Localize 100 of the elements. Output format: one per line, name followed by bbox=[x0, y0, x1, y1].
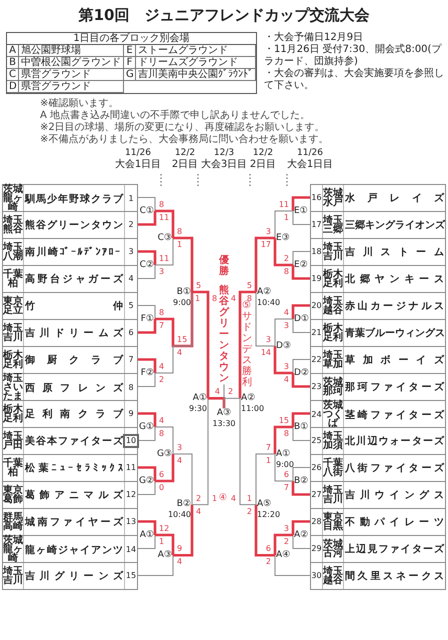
team-row bbox=[2, 346, 138, 374]
city-text: 目黒 bbox=[323, 522, 343, 531]
note-text: ・11月26日 受付7:30、開会式8:00(プラカード、団旗持参) bbox=[264, 44, 443, 68]
seed-number: 13 bbox=[124, 517, 138, 527]
team-row bbox=[2, 211, 138, 239]
prefecture-text: 埼玉 bbox=[3, 324, 23, 333]
score-label: 4 bbox=[195, 506, 202, 516]
seed-number: 28 bbox=[310, 517, 323, 527]
circled-number: ④ bbox=[218, 492, 227, 503]
team-row bbox=[310, 346, 446, 374]
bracket-line bbox=[256, 454, 276, 506]
block-letter: F bbox=[124, 57, 136, 69]
score-label: 2 bbox=[227, 387, 234, 396]
score-label: 3 bbox=[282, 362, 290, 371]
score-label: 3 bbox=[176, 443, 184, 452]
venue-name: 旭公園野球場 bbox=[19, 45, 124, 57]
score-label: 17 bbox=[260, 240, 272, 249]
match-label: C① bbox=[140, 206, 154, 216]
team-row bbox=[310, 481, 446, 509]
prefecture-text: 埼玉 bbox=[323, 297, 343, 306]
prefecture-text: 埼玉 bbox=[323, 216, 343, 225]
score-label: 8 bbox=[282, 267, 290, 276]
team-row bbox=[310, 265, 446, 293]
score-label: 4 bbox=[230, 494, 237, 503]
match-label: A⑤ bbox=[257, 499, 272, 510]
day-heading: 大会3日目 bbox=[200, 159, 248, 171]
prefecture-text: 千葉 bbox=[323, 459, 343, 468]
score-label: 1 bbox=[246, 494, 253, 503]
city-text: 龍ヶ崎 bbox=[3, 194, 23, 212]
winner-name: 熊谷グリーンタウン bbox=[219, 285, 229, 384]
seed-number: 3 bbox=[127, 247, 135, 257]
team-name: 高野台ジャガーズ bbox=[25, 272, 123, 286]
date-heading: 12/3 bbox=[212, 148, 236, 159]
score-label: 4 bbox=[158, 362, 166, 371]
seed-number: 15 bbox=[124, 571, 138, 581]
bracket-line bbox=[274, 454, 294, 482]
block-letter: G bbox=[124, 69, 136, 81]
score-label: 9 bbox=[176, 544, 184, 554]
city-text: 那珂 bbox=[323, 387, 343, 396]
prefecture-text: 埼玉 bbox=[323, 567, 343, 576]
score-label: 2 bbox=[264, 557, 272, 566]
score-label: 5 bbox=[195, 281, 202, 290]
score-label: 5 bbox=[246, 281, 253, 290]
match-label: G③ bbox=[156, 448, 172, 460]
bracket-line bbox=[155, 210, 174, 238]
prefecture-text: 埼玉 bbox=[3, 216, 23, 225]
team-name: 赤山カージナルス bbox=[345, 300, 444, 313]
score-label: 1 bbox=[176, 240, 184, 249]
team-name: 草加ボーイズ bbox=[345, 354, 444, 367]
bracket-line bbox=[192, 290, 210, 398]
bracket-line bbox=[192, 398, 208, 506]
note-text: ・大会の審判は、大会実施要項を参照して下さい。 bbox=[264, 68, 445, 92]
city-text: 草加 bbox=[323, 360, 343, 369]
prefecture-text: 茨城 bbox=[323, 401, 343, 410]
match-label: D③ bbox=[276, 340, 291, 352]
city-text: 足利 bbox=[3, 414, 23, 423]
score-label: 14 bbox=[260, 348, 272, 357]
bracket-line bbox=[138, 305, 156, 320]
team-row bbox=[2, 427, 138, 455]
match-time: 9:00 bbox=[173, 298, 191, 306]
team-row bbox=[310, 184, 446, 212]
bracket-line bbox=[155, 292, 194, 348]
score-label: 0 bbox=[158, 483, 166, 492]
seed-number: 17 bbox=[310, 220, 322, 230]
winner-heading: 優勝 bbox=[219, 255, 229, 278]
team-row bbox=[310, 238, 446, 266]
city-text: 八潮 bbox=[3, 252, 23, 261]
prefecture-text: 埼玉 bbox=[323, 351, 343, 360]
team-name: 南川崎ｺﾞｰﾙﾃﾞﾝｱﾛｰ bbox=[25, 246, 122, 259]
team-name: 竹仲 bbox=[25, 300, 123, 313]
remark-text: ※不備点がありましたら、大会事務局に問い合わせを願います。 bbox=[40, 134, 330, 146]
team-name: 八街ファイターズ bbox=[345, 462, 444, 475]
score-label: 2 bbox=[282, 537, 290, 546]
score-label: 6 bbox=[158, 470, 166, 479]
match-label: D① bbox=[294, 314, 309, 324]
team-name: 水戸レイズ bbox=[345, 192, 444, 205]
score-label: 3 bbox=[282, 321, 290, 330]
team-name: 茎崎ファイターズ bbox=[345, 408, 444, 422]
bracket-line bbox=[138, 554, 174, 576]
venue-name: ストームグラウンド bbox=[136, 45, 256, 57]
match-label: D② bbox=[294, 368, 309, 378]
bracket-line bbox=[292, 265, 310, 280]
seed-number: 16 bbox=[310, 193, 322, 203]
score-label: 3 bbox=[158, 267, 166, 276]
match-label: A③ bbox=[158, 550, 172, 561]
team-row bbox=[2, 535, 138, 563]
score-label: 7 bbox=[282, 483, 290, 492]
day-heading: 2日目 bbox=[172, 159, 198, 171]
block-letter: E bbox=[124, 45, 136, 57]
prefecture-text: 千葉 bbox=[3, 270, 23, 279]
bracket-line bbox=[274, 318, 294, 346]
team-row bbox=[2, 481, 138, 509]
seed-number: 9 bbox=[127, 409, 135, 419]
team-name: 上辺見ファイターズ bbox=[345, 542, 444, 556]
seed-number: 26 bbox=[310, 463, 322, 473]
match-label: E③ bbox=[276, 232, 290, 244]
bracket-line bbox=[155, 534, 174, 556]
remark-text: ※確認願います。 bbox=[40, 98, 120, 110]
prefecture-text: 茨城 bbox=[3, 536, 23, 545]
match-label: A① bbox=[140, 530, 154, 540]
